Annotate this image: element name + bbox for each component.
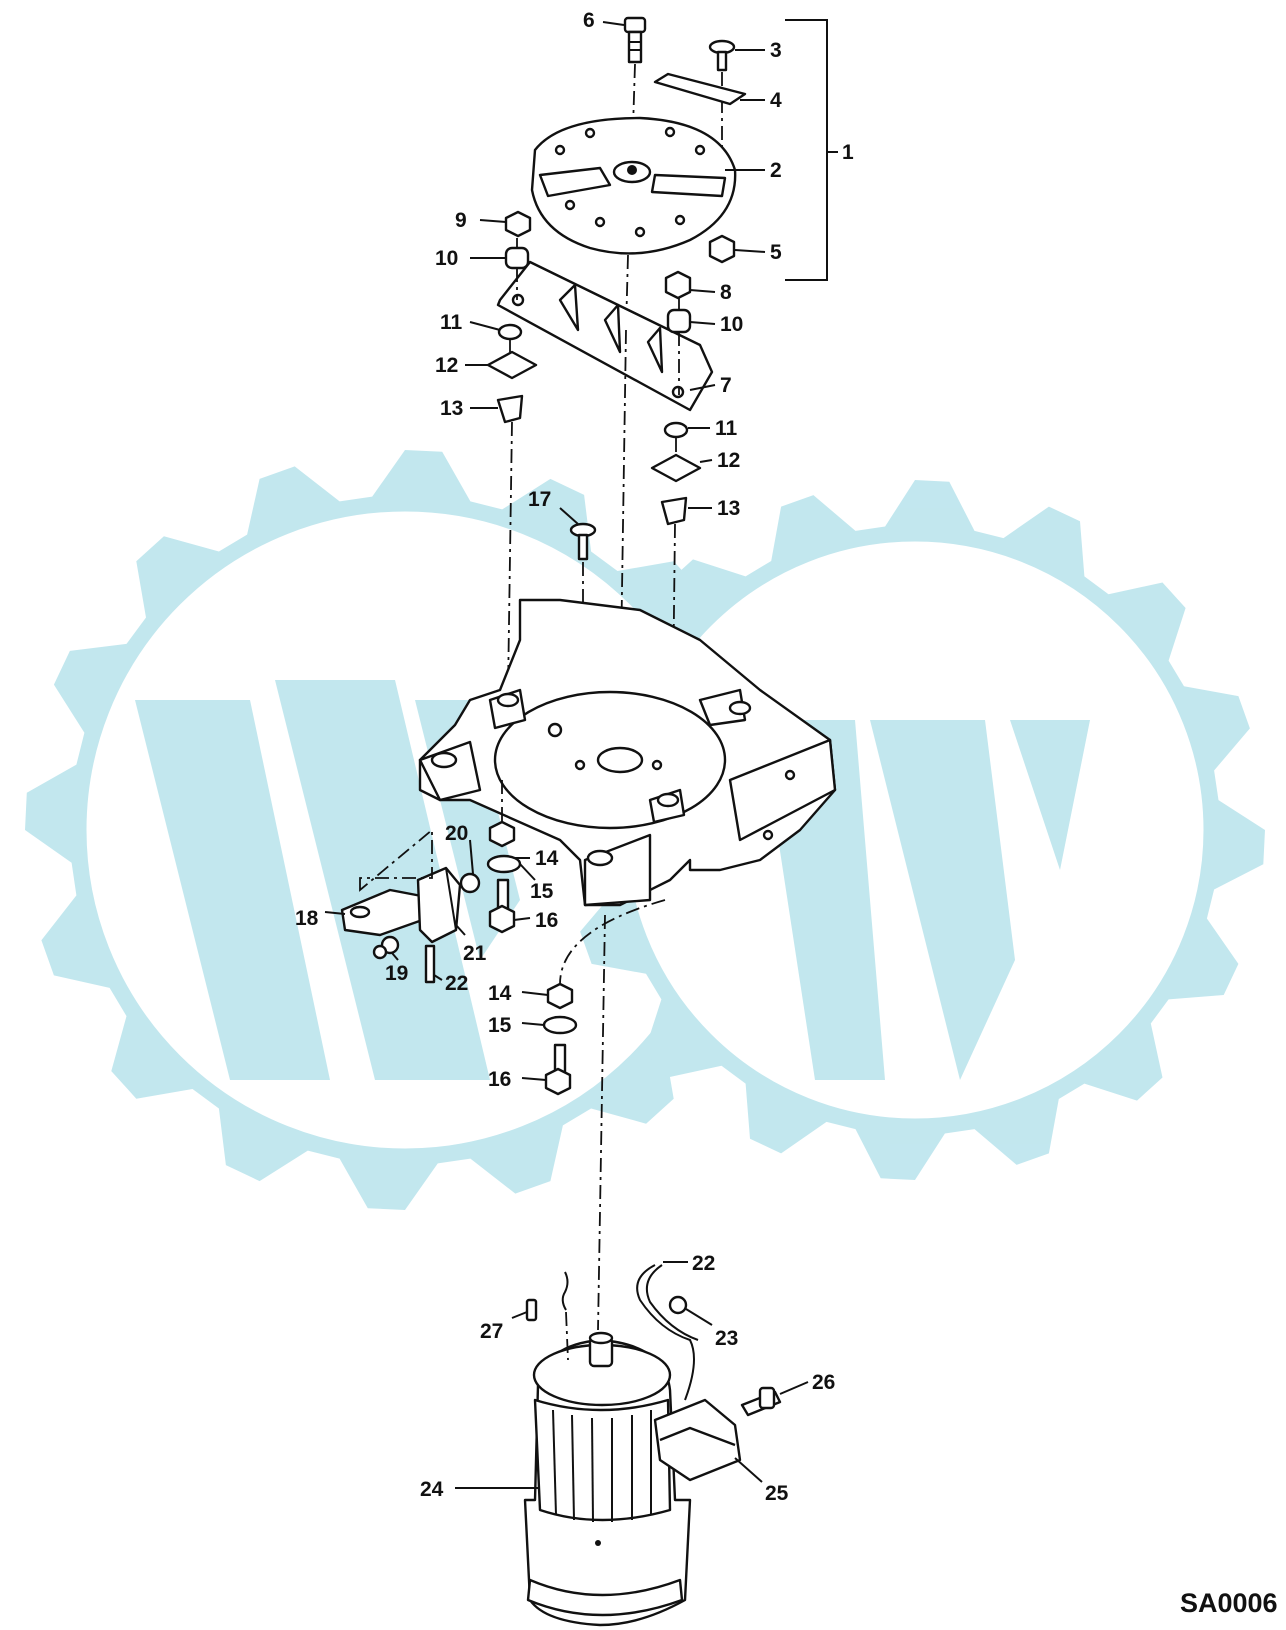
cable-22-motor	[636, 1264, 695, 1401]
motor-housing-base	[418, 598, 837, 907]
cable-gland-26	[740, 1386, 782, 1417]
washer-11-right	[663, 421, 689, 439]
clamp-strip-4	[653, 72, 747, 106]
cable-22-motor-b	[646, 1264, 699, 1341]
assembly-bracket	[785, 19, 828, 281]
callout-19: 19	[385, 962, 408, 985]
callout-8: 8	[720, 281, 732, 304]
callout-12-left: 12	[435, 354, 458, 377]
spacer-10-left	[504, 246, 530, 270]
screw-3	[708, 39, 736, 72]
nut-20	[459, 872, 481, 894]
callout-15-lower: 15	[488, 1014, 512, 1037]
callout-9: 9	[455, 209, 467, 232]
terminal-box-25	[653, 1398, 742, 1482]
callout-26: 26	[812, 1371, 835, 1394]
callout-4: 4	[770, 89, 782, 112]
callout-13-right: 13	[717, 497, 740, 520]
callout-11-left: 11	[440, 311, 463, 334]
callout-22-motor: 22	[692, 1252, 715, 1275]
electric-motor-24	[523, 1331, 692, 1627]
key-27	[525, 1298, 538, 1322]
watermark-w-stroke	[870, 720, 1015, 1080]
callout-labels: 6 3 4 2 1 9 5 10 8 10 11 12 7 13 11 12 1…	[295, 9, 854, 1505]
watermark-w-stroke	[1010, 720, 1090, 870]
callout-17: 17	[528, 488, 551, 511]
washer-11-left	[497, 323, 523, 341]
nut-9	[504, 210, 532, 238]
callout-21: 21	[463, 942, 487, 965]
bolt-16-lower	[544, 1043, 572, 1096]
watermark-w-stroke	[135, 700, 330, 1080]
callout-14-lower: 14	[488, 982, 512, 1005]
callout-13-left: 13	[440, 397, 463, 420]
callout-27: 27	[480, 1320, 503, 1343]
nut-14-upper	[488, 820, 516, 848]
callout-11-right: 11	[715, 417, 738, 440]
screw-17	[569, 522, 597, 561]
callout-23: 23	[715, 1327, 738, 1350]
callout-5: 5	[770, 241, 782, 264]
washer-15-lower	[542, 1015, 578, 1035]
callout-16-lower: 16	[488, 1068, 511, 1091]
nut-14-lower	[546, 982, 574, 1010]
callout-16-upper: 16	[535, 909, 558, 932]
grommet-23	[668, 1295, 688, 1315]
gear-w-logo-watermark	[25, 450, 1265, 1210]
callout-2: 2	[770, 159, 782, 182]
callout-10-right: 10	[720, 313, 743, 336]
leader-lines	[324, 21, 809, 1489]
knife-bar-7	[496, 260, 714, 412]
spacer-10-right	[666, 308, 692, 334]
callout-1: 1	[842, 141, 854, 164]
cutter-disc-2	[530, 116, 737, 255]
cable-22-short	[424, 944, 436, 984]
drawing-code: SA0006	[1180, 1588, 1278, 1618]
plate-12-right	[650, 453, 702, 483]
callout-22-switch: 22	[445, 972, 468, 995]
callout-3: 3	[770, 39, 782, 62]
callout-15-upper: 15	[530, 880, 554, 903]
screw-19	[372, 935, 400, 960]
callout-18: 18	[295, 907, 319, 930]
bolt-16-upper	[488, 878, 516, 934]
rubber-block-13-right	[660, 496, 688, 526]
callout-6: 6	[583, 9, 595, 32]
nut-5	[708, 234, 736, 264]
callout-20: 20	[445, 822, 468, 845]
watermark-w-stroke	[275, 680, 490, 1080]
micro-switch-21	[416, 866, 462, 944]
nut-8	[664, 270, 692, 300]
callout-25: 25	[765, 1482, 789, 1505]
rubber-block-13-left	[496, 394, 524, 424]
callout-24: 24	[420, 1478, 444, 1501]
callout-12-right: 12	[717, 449, 740, 472]
callout-14-upper: 14	[535, 847, 559, 870]
callout-7: 7	[720, 374, 732, 397]
callout-10-left: 10	[435, 247, 458, 270]
plate-12-left	[486, 350, 538, 380]
bolt-6	[623, 16, 647, 64]
